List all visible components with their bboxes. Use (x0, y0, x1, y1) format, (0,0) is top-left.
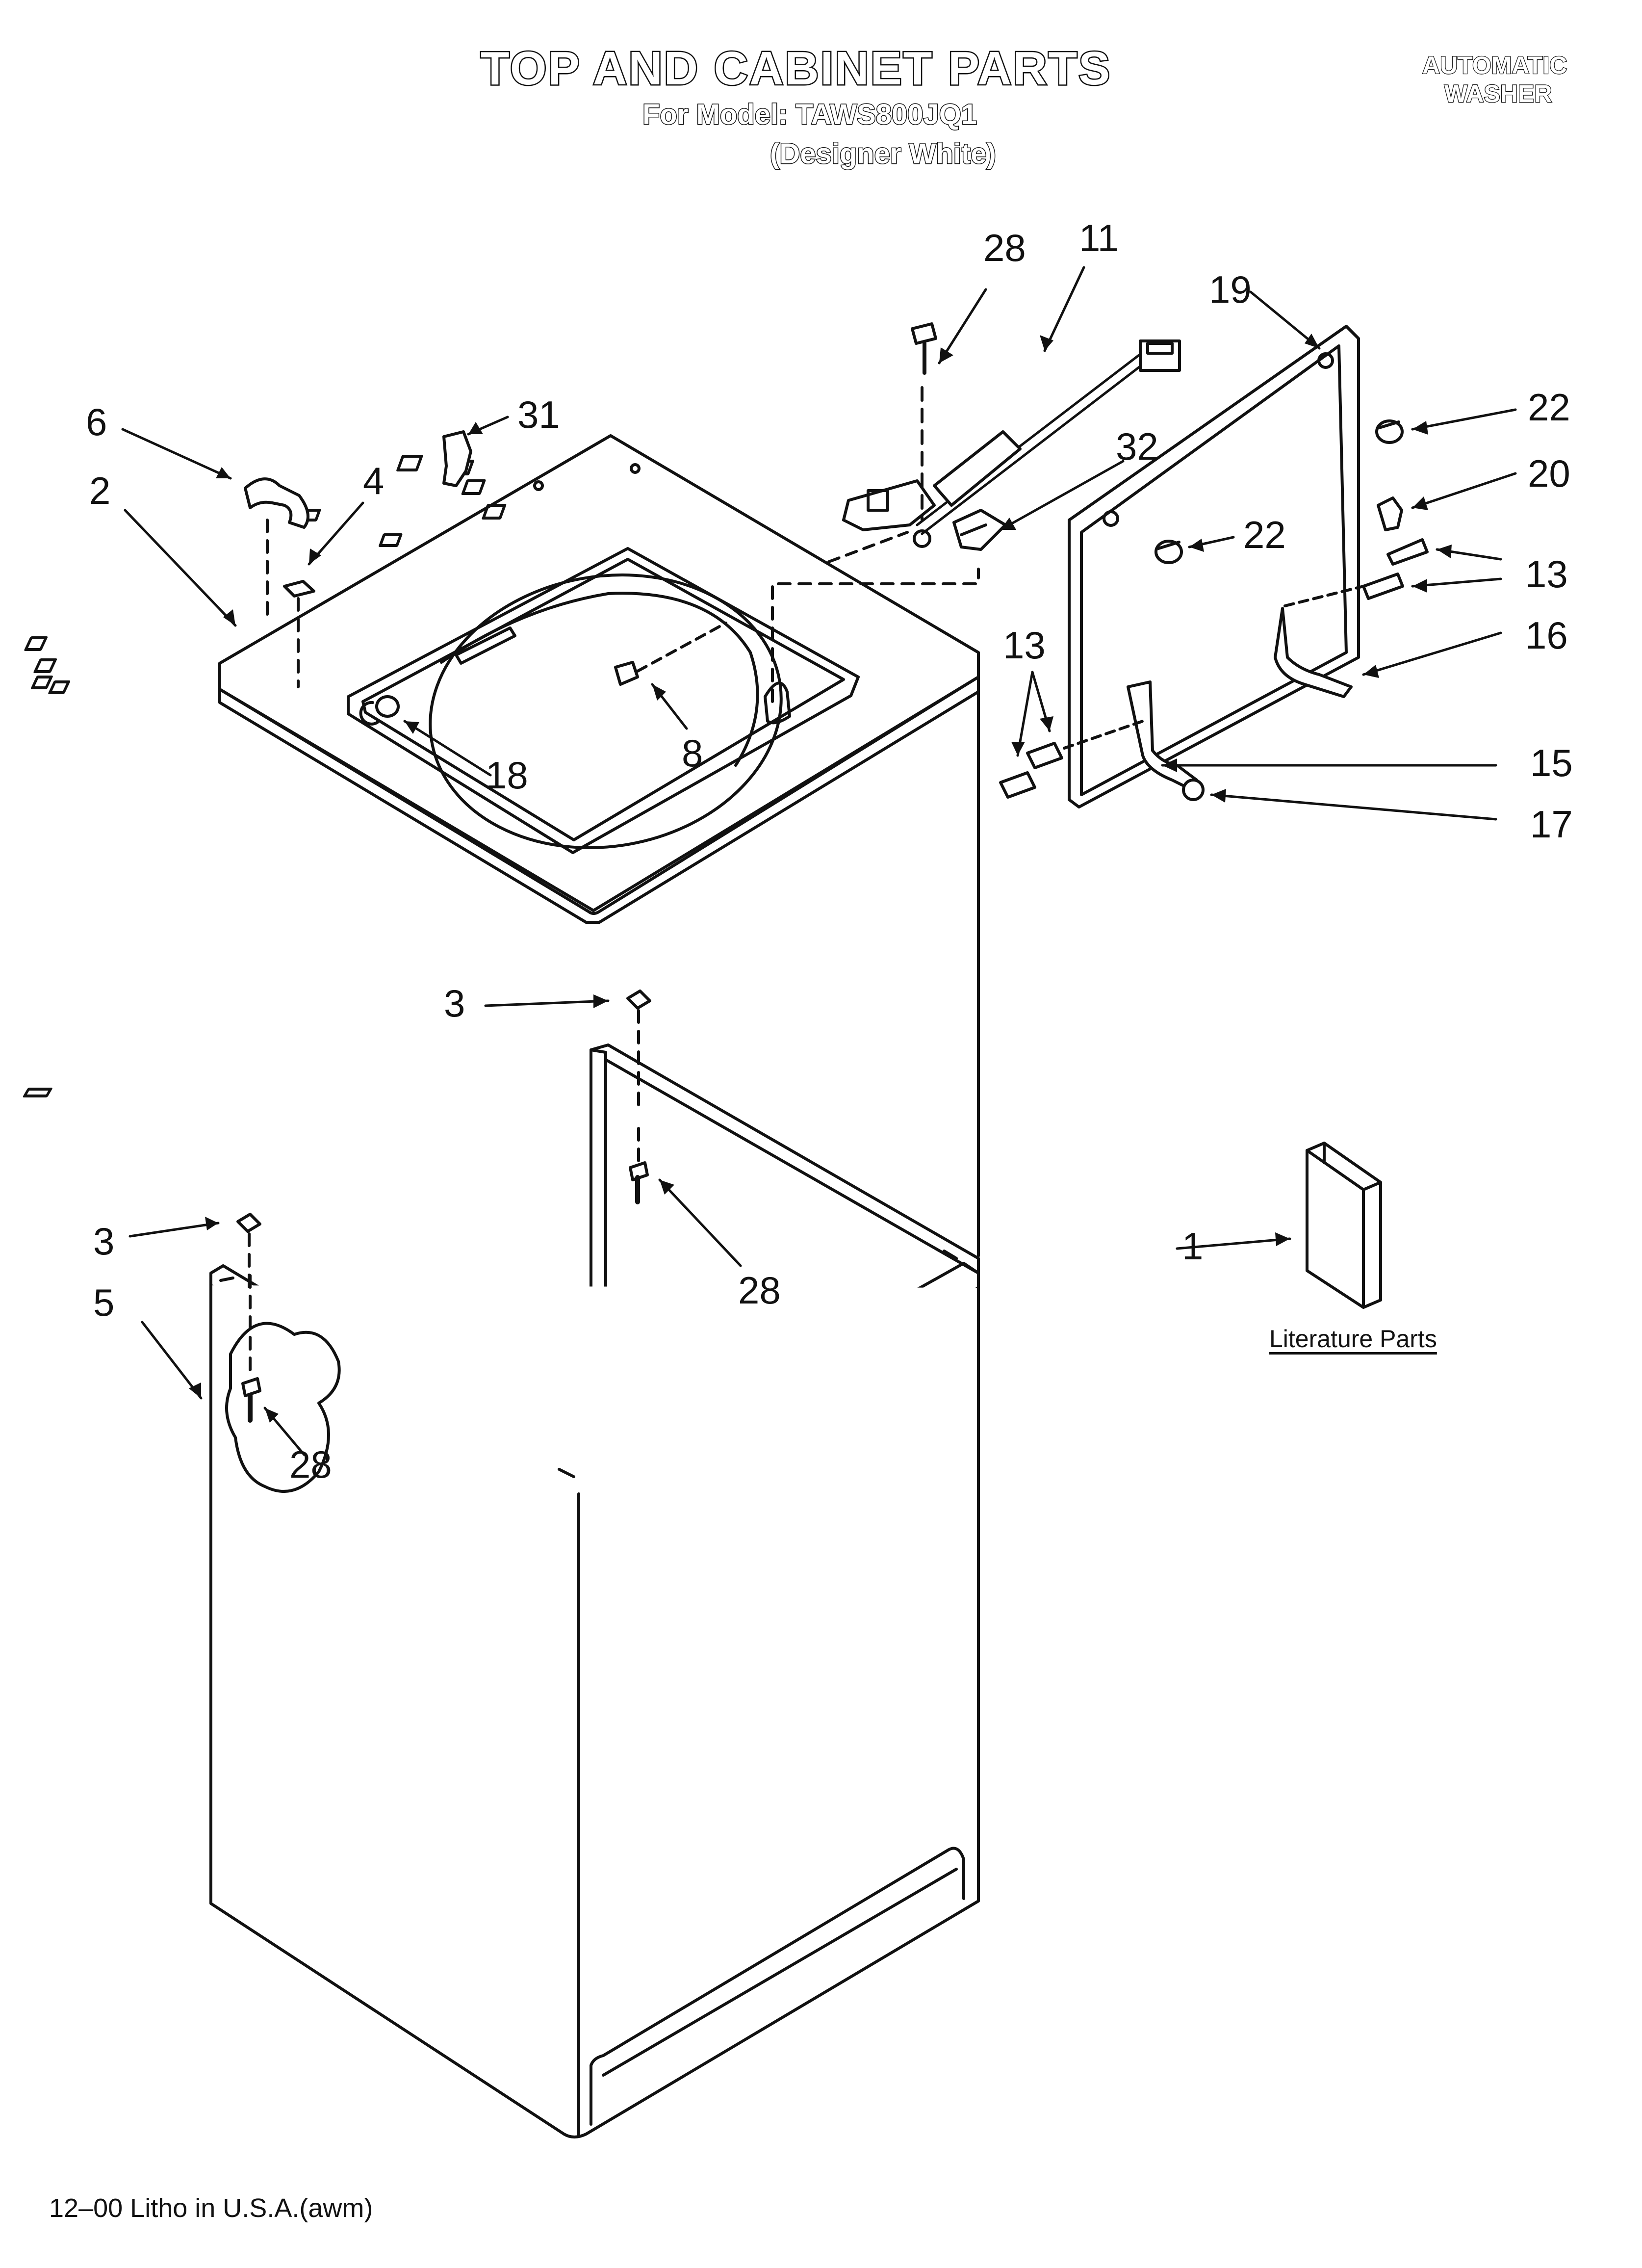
callout-15: 15 (1530, 741, 1573, 784)
page-title: TOP AND CABINET PARTS (479, 41, 1112, 96)
literature-booklet (1306, 1142, 1382, 1309)
literature-parts-label: Literature Parts (1269, 1325, 1437, 1353)
lid-assembly-part-19 (999, 325, 1429, 808)
screw-part-8 (614, 622, 727, 686)
callout-3-left: 3 (93, 1220, 115, 1263)
callout-18: 18 (486, 754, 528, 797)
callout-28-low: 28 (289, 1443, 332, 1486)
callout-28-mid: 28 (738, 1269, 781, 1312)
model-line: For Model: TAWS800JQ1 (641, 98, 977, 131)
lid-switch-harness (771, 322, 1181, 703)
callout-3-top: 3 (444, 982, 465, 1025)
callout-11: 11 (1079, 216, 1119, 260)
callout-13-left: 13 (1003, 624, 1046, 667)
callout-6: 6 (86, 400, 107, 443)
cabinet-part-5 (23, 683, 980, 2138)
callout-20: 20 (1528, 452, 1570, 495)
top-clip-part-6 (244, 477, 309, 620)
callout-2: 2 (89, 469, 111, 512)
clip-part-31 (442, 430, 472, 487)
callout-22-right: 22 (1528, 386, 1570, 429)
clip-part-3-top (626, 990, 651, 1204)
footer-litho-text: 12–00 Litho in U.S.A.(awm) (49, 2193, 373, 2223)
callout-17: 17 (1530, 803, 1573, 846)
callout-28-top: 28 (983, 226, 1026, 269)
callout-22-mid: 22 (1243, 513, 1286, 556)
leader-lines (121, 266, 1517, 1456)
color-line: (Designer White) (770, 137, 997, 171)
callout-16: 16 (1525, 614, 1568, 657)
corner-label-washer: WASHER (1444, 79, 1553, 108)
callout-5: 5 (93, 1281, 115, 1324)
callout-32: 32 (1116, 425, 1158, 468)
clip-part-3-left (236, 1213, 261, 1297)
callout-1: 1 (1182, 1225, 1204, 1268)
washer-top-part (24, 434, 980, 924)
callout-8: 8 (682, 731, 703, 775)
corner-label-automatic: AUTOMATIC (1422, 51, 1568, 79)
clip-part-4 (283, 580, 315, 688)
callout-31: 31 (517, 393, 560, 436)
callout-13-right: 13 (1525, 552, 1568, 596)
arrowheads (189, 334, 1452, 1423)
callout-4: 4 (363, 459, 385, 502)
callout-19: 19 (1209, 268, 1252, 311)
